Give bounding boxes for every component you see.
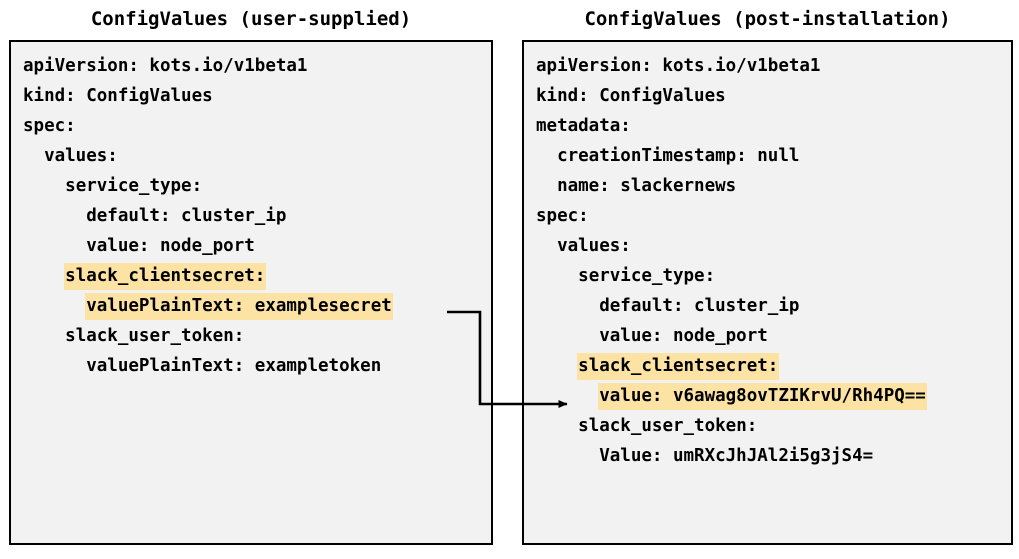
left-code-line: kind: ConfigValues [23,81,491,111]
left-code-text: slack_clientsecret: [65,264,266,289]
yaml-code-block-left: apiVersion: kots.io/v1beta1 kind: ConfigV… [11,51,491,381]
right-code-text: creationTimestamp: null [557,146,800,166]
left-code-text: valuePlainText: examplesecret [86,294,392,319]
right-code-line: kind: ConfigValues [536,81,1011,111]
right-code-text: metadata: [536,116,631,136]
left-code-text: values: [44,146,118,166]
right-code-line: creationTimestamp: null [536,141,1011,171]
right-code-line: Value: umRXcJhJAl2i5g3jS4= [536,441,1011,471]
right-code-text: service_type: [578,266,716,286]
right-code-text: name: slackernews [557,176,737,196]
left-code-line: spec: [23,111,491,141]
left-code-line: value: node_port [23,231,491,261]
right-code-text: slack_user_token: [578,416,758,436]
right-code-line: slack_user_token: [536,411,1011,441]
right-code-line: spec: [536,201,1011,231]
right-code-text: default: cluster_ip [599,296,800,316]
left-code-text: service_type: [65,176,203,196]
left-code-text: slack_user_token: [65,326,245,346]
right-code-line: name: slackernews [536,171,1011,201]
right-code-line: service_type: [536,261,1011,291]
right-code-line: default: cluster_ip [536,291,1011,321]
panel-title-user-supplied: ConfigValues (user-supplied) [90,8,412,30]
right-code-text: slack_clientsecret: [578,354,779,379]
left-code-line: valuePlainText: exampletoken [23,351,491,381]
right-code-line: value: v6awag8ovTZIKrvU/Rh4PQ== [536,381,1011,411]
right-code-text: spec: [536,206,589,226]
left-code-line: valuePlainText: examplesecret [23,291,491,321]
yaml-code-block-right: apiVersion: kots.io/v1beta1 kind: ConfigV… [524,51,1011,471]
left-code-text: default: cluster_ip [86,206,287,226]
left-code-text: kind: ConfigValues [23,86,213,106]
left-code-line: values: [23,141,491,171]
right-code-text: value: v6awag8ovTZIKrvU/Rh4PQ== [599,384,926,409]
left-code-line: slack_user_token: [23,321,491,351]
left-code-text: spec: [23,116,76,136]
left-code-line: slack_clientsecret: [23,261,491,291]
left-code-text: apiVersion: kots.io/v1beta1 [23,56,308,76]
config-values-post-installation-panel: apiVersion: kots.io/v1beta1 kind: ConfigV… [522,40,1013,545]
right-code-line: value: node_port [536,321,1011,351]
right-code-line: values: [536,231,1011,261]
left-code-line: service_type: [23,171,491,201]
right-code-line: metadata: [536,111,1011,141]
right-code-text: values: [557,236,631,256]
right-code-text: value: node_port [599,326,768,346]
right-code-text: kind: ConfigValues [536,86,726,106]
left-code-line: apiVersion: kots.io/v1beta1 [23,51,491,81]
right-code-line: apiVersion: kots.io/v1beta1 [536,51,1011,81]
right-code-line: slack_clientsecret: [536,351,1011,381]
left-code-text: valuePlainText: exampletoken [86,356,382,376]
config-values-user-supplied-panel: apiVersion: kots.io/v1beta1 kind: ConfigV… [9,40,493,545]
left-code-text: value: node_port [86,236,255,256]
right-code-text: apiVersion: kots.io/v1beta1 [536,56,821,76]
left-code-line: default: cluster_ip [23,201,491,231]
right-code-text: Value: umRXcJhJAl2i5g3jS4= [599,446,874,466]
panel-title-post-installation: ConfigValues (post-installation) [584,8,951,30]
